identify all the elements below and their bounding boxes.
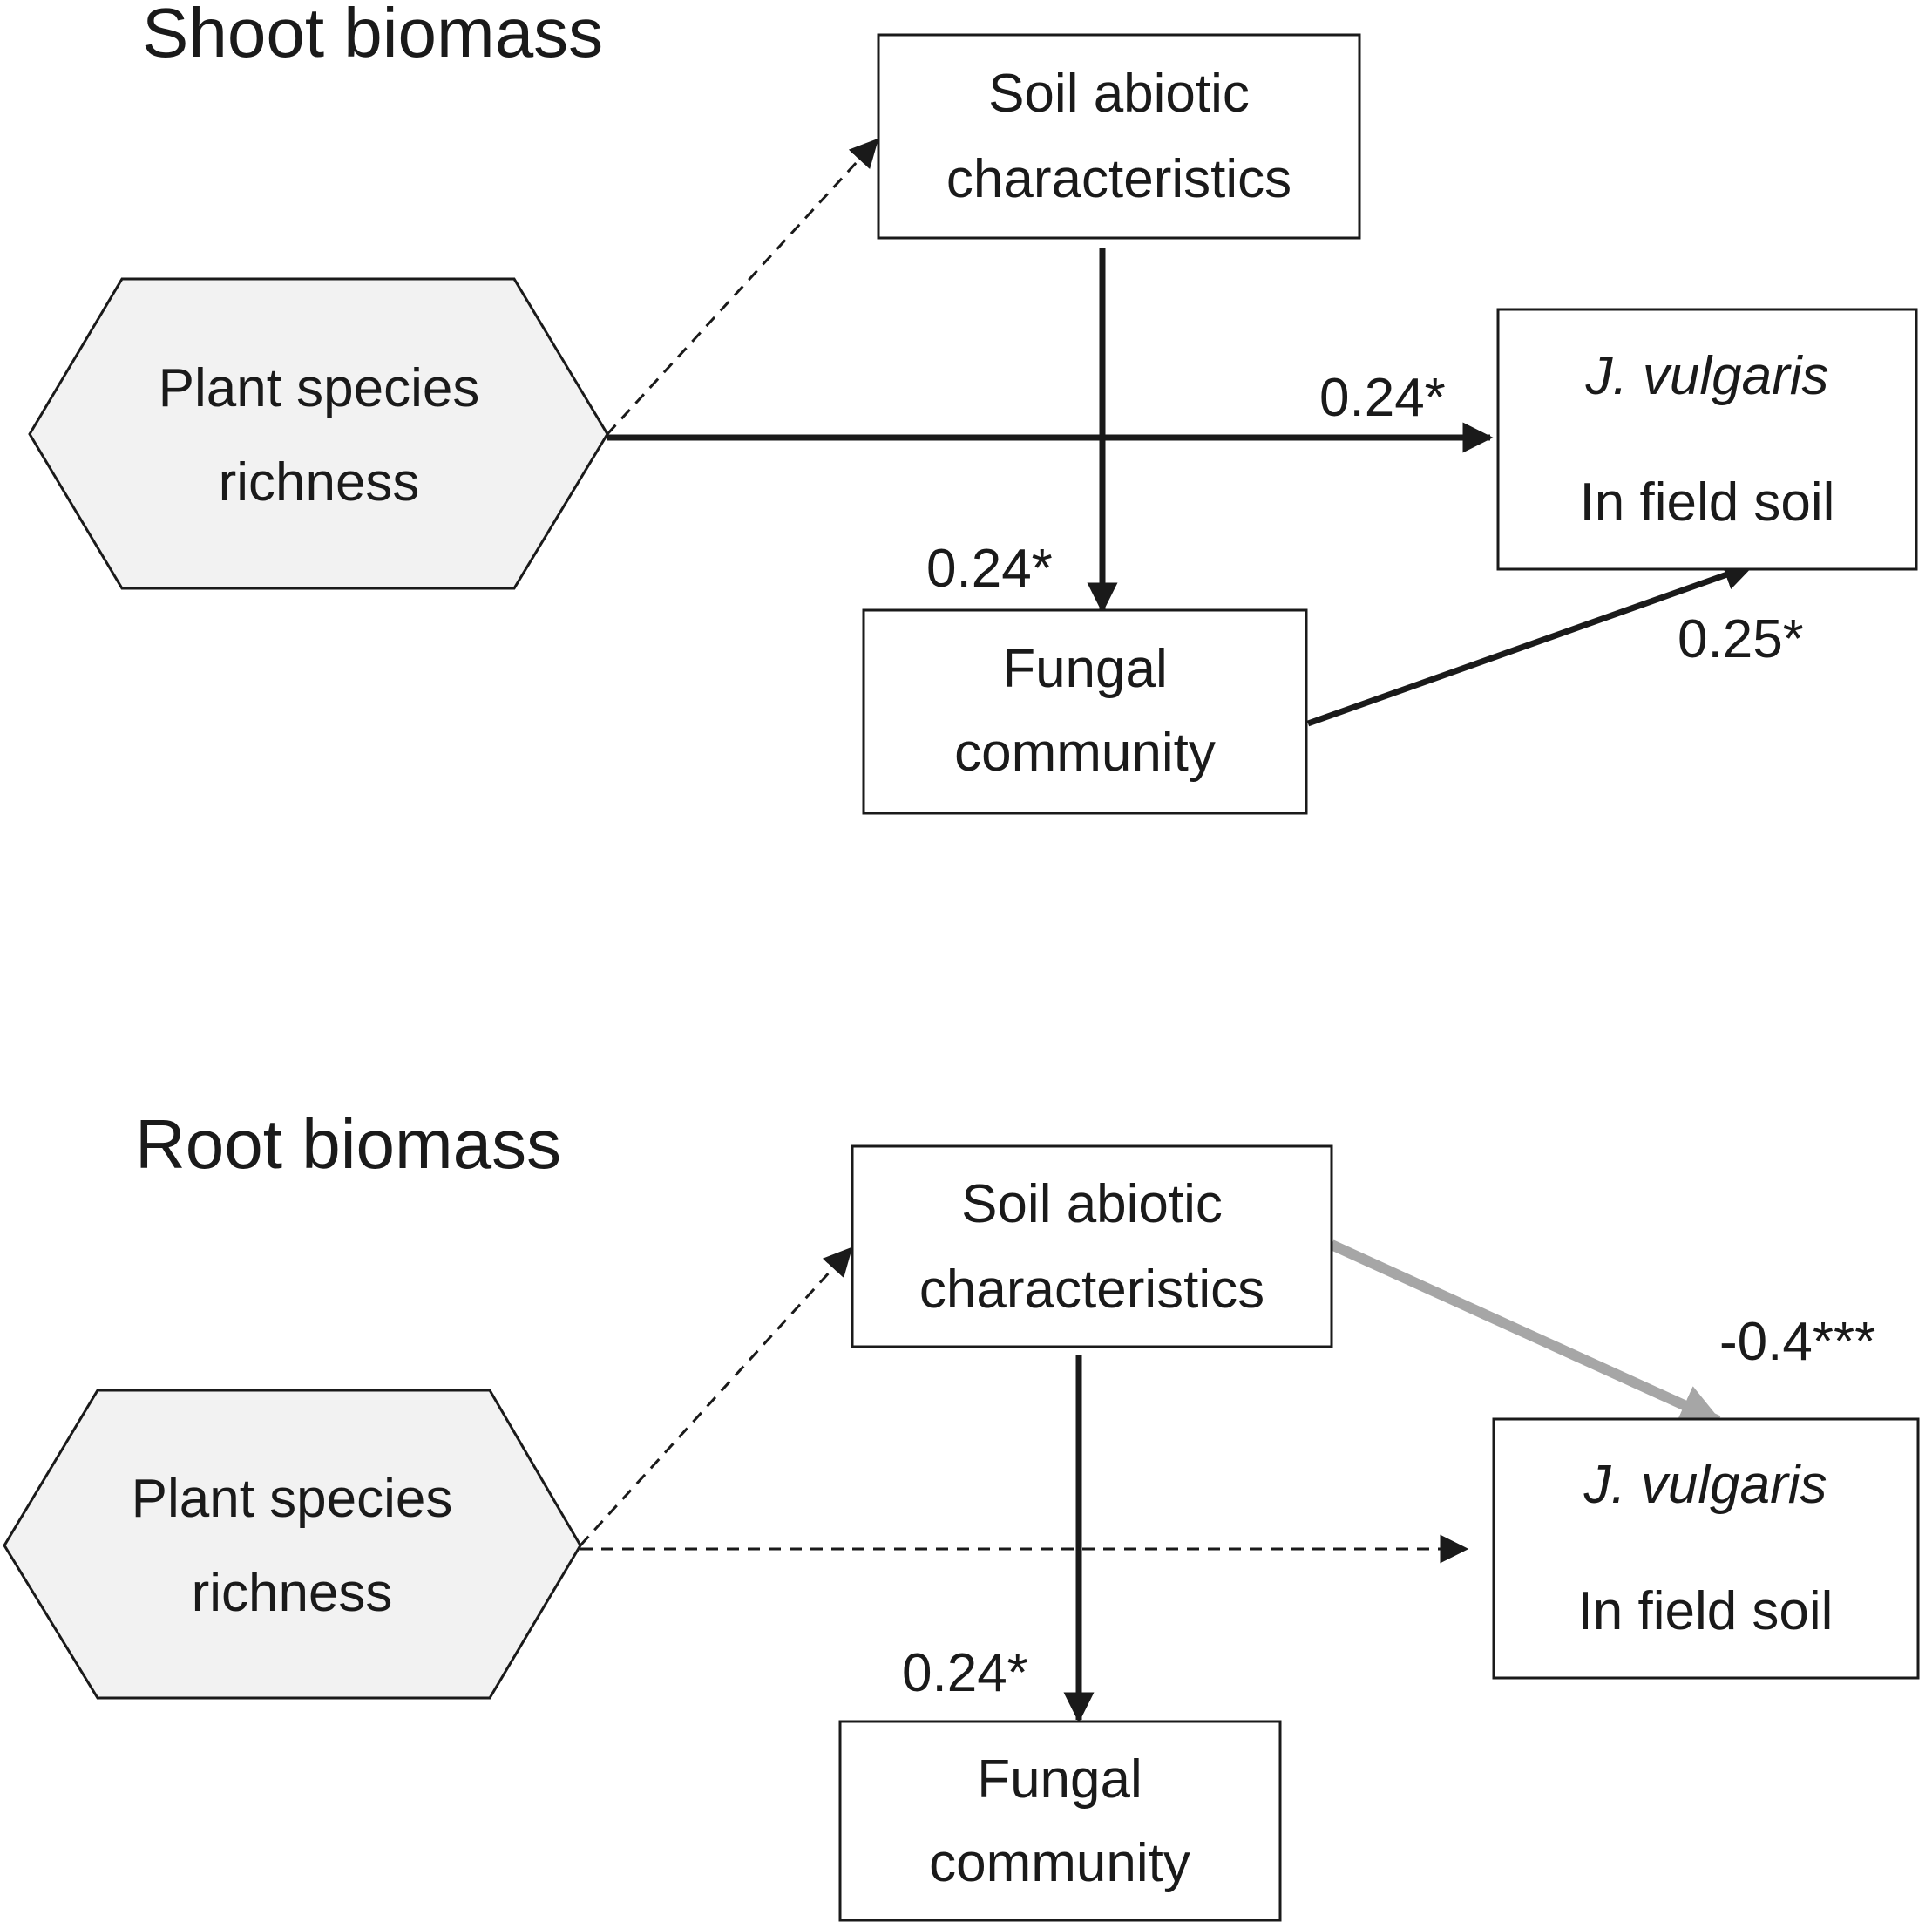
panel-root-biomass: Root biomass Plant species richness Soil… (3, 1105, 1920, 1922)
coef-soil-to-target: -0.4*** (1719, 1312, 1875, 1372)
node-label-line1: Plant species (159, 358, 480, 418)
path-soil-to-target (1329, 1239, 1723, 1426)
node-soil-abiotic-characteristics: Soil abiotic characteristics (851, 1144, 1333, 1348)
node-soil-abiotic-characteristics: Soil abiotic characteristics (877, 33, 1361, 240)
coef-richness-to-target: 0.24* (1319, 368, 1446, 428)
node-label-line2: In field soil (1580, 472, 1835, 533)
coef-soil-to-fungal: 0.24* (926, 539, 1053, 599)
node-label-line2: In field soil (1578, 1581, 1834, 1641)
coef-fungal-to-target: 0.25* (1678, 609, 1804, 669)
node-fungal-community: Fungal community (862, 608, 1308, 815)
node-label-line1: Soil abiotic (988, 64, 1250, 124)
node-label-line1: Soil abiotic (961, 1174, 1223, 1234)
node-label-species: J. vulgaris (1584, 346, 1828, 406)
panel-shoot-biomass: Shoot biomass Plant species richness Soi… (28, 0, 1918, 815)
node-plant-species-richness: Plant species richness (28, 277, 609, 590)
path-richness-to-soil (606, 138, 879, 436)
path-fungal-to-target (1306, 560, 1755, 727)
path-richness-to-soil (579, 1246, 853, 1547)
panel-title: Shoot biomass (142, 0, 603, 71)
node-label-line2: characteristics (946, 149, 1291, 209)
node-label-line2: characteristics (919, 1260, 1264, 1320)
coef-soil-to-fungal: 0.24* (902, 1643, 1028, 1703)
panel-title: Root biomass (135, 1105, 561, 1183)
node-j-vulgaris: J. vulgaris In field soil (1492, 1417, 1920, 1680)
node-label-species: J. vulgaris (1583, 1455, 1827, 1515)
node-j-vulgaris: J. vulgaris In field soil (1496, 308, 1918, 571)
node-label-line2: richness (219, 452, 420, 513)
node-label-line1: Fungal (977, 1749, 1142, 1810)
node-plant-species-richness: Plant species richness (3, 1389, 582, 1700)
node-label-line2: community (954, 723, 1216, 783)
node-label-line1: Plant species (132, 1469, 453, 1529)
node-label-line2: community (929, 1833, 1190, 1893)
node-fungal-community: Fungal community (838, 1720, 1282, 1922)
node-label-line2: richness (192, 1563, 393, 1623)
node-label-line1: Fungal (1002, 639, 1168, 699)
